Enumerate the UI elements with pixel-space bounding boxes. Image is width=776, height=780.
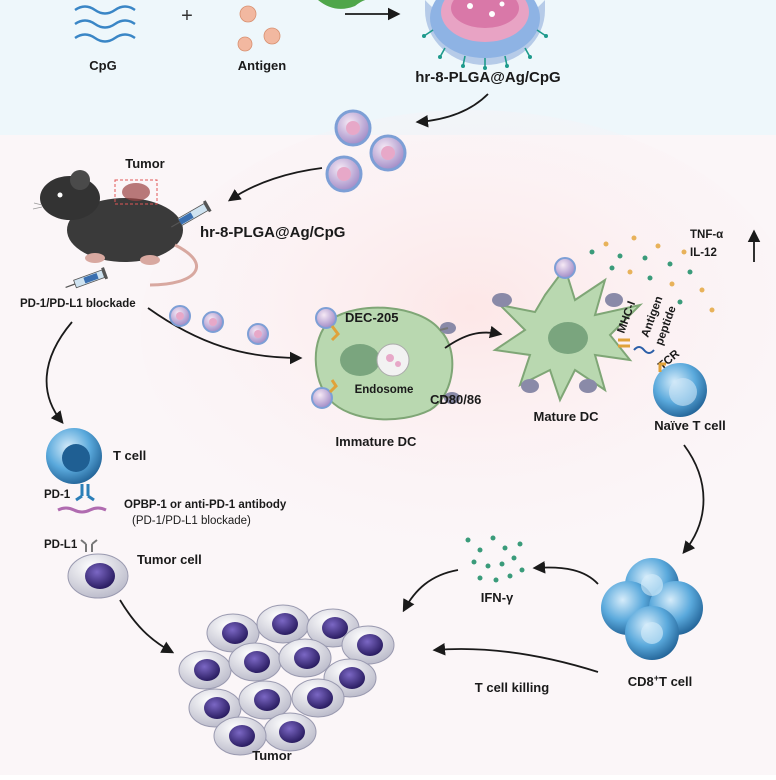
label-blockade: PD-1/PD-L1 blockade [20,298,136,310]
arrow-tumor-cell-to-tumor [119,599,175,654]
label-cd8-prefix: CD8 [628,674,654,689]
label-tumor-mouse: Tumor [125,156,164,171]
label-cd8-suffix: T cell [659,674,692,689]
label-endosome: Endosome [355,384,414,396]
naive-t-cell-icon [653,362,707,417]
label-opbp-1: OPBP-1 or anti-PD-1 antibody [124,499,287,511]
tumor-cell-in-mass [228,642,282,682]
label-formulation-top: hr-8-PLGA@Ag/CpG [415,69,560,86]
top-panel-background [0,0,776,135]
tumor-cell-in-mass [178,650,232,690]
arrow-cluster-to-mouse [227,167,323,202]
tumor-cell-in-mass [278,638,332,678]
label-ifn: IFN-γ [481,590,514,605]
label-tnf: TNF-α [690,229,723,241]
mouse-icon [32,170,198,287]
label-pd1: PD-1 [44,489,71,501]
tumor-cell-in-mass [291,678,345,718]
nanoparticle-cluster [325,109,407,193]
syringe-icon-injection [171,200,212,228]
label-opbp-2: (PD-1/PD-L1 blockade) [132,515,251,527]
cytokine-dots [589,235,715,313]
arrow-blockade-down [45,321,73,424]
arrow-naive-to-cd8 [682,444,705,554]
tumor-cell-in-mass [238,680,292,720]
label-t-cell-killing: T cell killing [475,680,549,695]
tumor-cell-in-mass [341,625,395,665]
label-formulation-injection: hr-8-PLGA@Ag/CpG [200,224,345,241]
label-t-cell: T cell [113,448,146,463]
label-immature-dc: Immature DC [336,434,418,449]
blockade-antibody-icon [57,506,107,514]
green-blob-icon [318,0,370,9]
label-cd8-t-cell: CD8+T cell [628,673,693,689]
large-nanoparticle-icon [422,0,548,70]
peptide-icon [633,346,655,354]
label-cd8-superscript: + [654,673,659,683]
plus-sign: + [181,5,193,27]
label-naive-t: Naïve T cell [654,418,726,433]
cd8-t-cell-cluster [601,558,703,660]
label-tumor-cell: Tumor cell [137,552,202,567]
syringe-icon-blockade [65,267,109,289]
label-mature-dc: Mature DC [533,409,599,424]
antigen-icon [237,5,281,52]
arrow-immature-to-mature [444,325,503,349]
label-cd80-86: CD80/86 [430,392,481,407]
arrow-ifn-to-tumor [402,569,459,613]
ifn-gamma-dots [465,535,525,583]
tumor-cell-in-mass [256,604,310,644]
pink-glow [140,110,776,550]
arrow-cd8-to-ifn [532,561,599,585]
label-antigen: Antigen [238,58,286,73]
label-dec205: DEC-205 [345,310,398,325]
label-tumor-bottom: Tumor [252,748,291,763]
tumor-mass [178,604,395,756]
small-nanoparticles-path [169,305,269,345]
tumor-cell-in-mass [263,712,317,752]
tumor-cell-in-mass [213,716,267,756]
tumor-cell-icon [67,539,129,599]
arrow-top-to-cluster [415,93,489,128]
arrow-mouse-to-immature-dc [147,307,303,365]
t-cell-pd1-icon [46,428,102,502]
arrow-cd8-killing [432,642,599,673]
mature-dc-icon [492,257,644,403]
immature-dc-icon [311,306,460,421]
label-pdl1: PD-L1 [44,539,78,551]
label-il12: IL-12 [690,247,717,259]
label-cpg: CpG [89,58,116,73]
cpg-icon [74,5,136,43]
